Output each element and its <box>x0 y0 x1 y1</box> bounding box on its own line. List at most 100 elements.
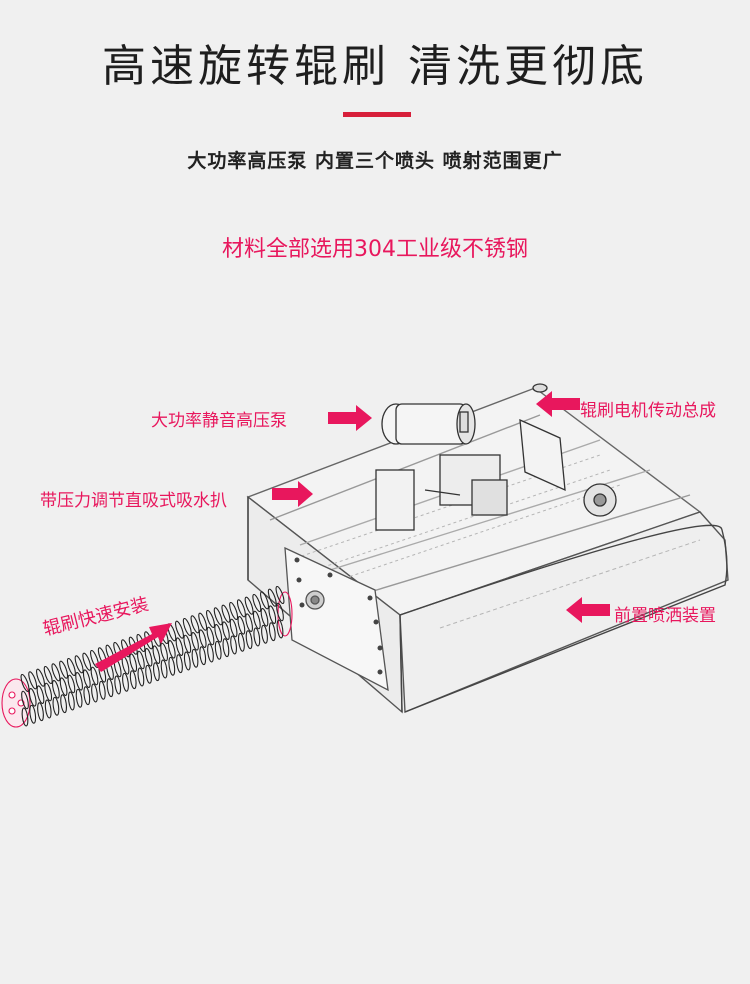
bristle <box>252 593 262 613</box>
bristle <box>28 671 38 690</box>
bristle <box>152 645 161 665</box>
arrow-spray-icon <box>566 597 610 623</box>
bristle <box>67 691 75 711</box>
bristle <box>261 624 268 644</box>
arrow-motor-icon <box>536 391 580 417</box>
bristle <box>253 627 261 647</box>
bristle <box>74 655 84 674</box>
bristle <box>198 629 207 649</box>
bristle <box>90 649 99 669</box>
bristle <box>66 657 76 677</box>
bristle <box>198 612 208 631</box>
bristle <box>237 615 246 635</box>
bristle <box>29 704 37 724</box>
bristle <box>82 652 92 671</box>
bristle <box>106 678 114 698</box>
bristle <box>67 674 76 694</box>
bristle <box>191 648 199 668</box>
bristle <box>44 699 52 719</box>
pump-assembly <box>375 403 508 531</box>
bristle <box>276 619 284 639</box>
bristle <box>44 682 53 702</box>
bristle <box>21 690 29 710</box>
bristle <box>276 602 284 622</box>
bristle <box>275 585 285 605</box>
bristle <box>52 679 60 699</box>
bristle <box>98 680 106 700</box>
bristle <box>144 647 153 667</box>
bristle <box>21 707 29 727</box>
bristle <box>75 671 83 691</box>
bristle <box>213 607 223 626</box>
title-divider <box>343 112 411 117</box>
bristle <box>37 702 44 722</box>
bristle <box>245 613 253 633</box>
bristle <box>245 630 253 650</box>
callout-arrows <box>95 391 610 672</box>
bristle <box>59 660 69 679</box>
side-plate <box>284 546 389 692</box>
bristle <box>207 643 214 663</box>
bristle <box>229 618 238 638</box>
bristle <box>51 663 61 682</box>
bristle <box>260 591 269 610</box>
bristle <box>183 651 191 671</box>
material-note: 材料全部选用304工业级不锈钢 <box>222 237 528 262</box>
bristle <box>36 685 45 705</box>
bristle <box>214 640 222 660</box>
bristle <box>52 696 60 716</box>
bristle <box>206 609 215 629</box>
bristle <box>168 656 176 676</box>
bristle <box>160 659 168 679</box>
arrow-suction-icon <box>272 481 313 507</box>
bristle <box>229 601 239 621</box>
bristle <box>122 672 129 692</box>
bristle <box>59 677 68 697</box>
bristle <box>114 675 122 695</box>
bristle <box>137 650 145 670</box>
bristle <box>222 638 230 658</box>
bristle <box>175 620 184 639</box>
bristle <box>268 622 276 642</box>
bristle <box>183 634 192 654</box>
bristle <box>267 588 277 607</box>
bristle <box>137 667 145 687</box>
label-suction: 带压力调节直吸式吸水扒 <box>40 491 227 511</box>
bristle <box>214 623 223 643</box>
bristle <box>36 668 45 687</box>
bristle <box>199 646 207 666</box>
bristle <box>191 631 199 651</box>
bristle <box>43 665 53 685</box>
bristle <box>28 687 37 707</box>
bristle <box>268 605 277 625</box>
bristle <box>176 654 183 674</box>
motor-bracket <box>519 383 617 517</box>
bristle <box>75 688 83 708</box>
bristle <box>20 673 30 693</box>
bristle <box>145 664 153 684</box>
page-title: 高速旋转辊刷 清洗更彻底 <box>102 41 648 92</box>
bristle <box>236 599 246 618</box>
bristle <box>221 604 231 623</box>
bristle <box>82 669 91 689</box>
bristle <box>260 607 269 627</box>
bristle <box>167 639 176 659</box>
bristle <box>244 596 254 615</box>
bristle <box>252 610 261 630</box>
bristle <box>152 662 160 682</box>
label-motor: 辊刷电机传动总成 <box>580 401 716 421</box>
machine-housing <box>246 387 729 714</box>
bristle <box>206 626 215 646</box>
bristle <box>83 686 91 706</box>
label-spray: 前置喷洒装置 <box>614 606 716 626</box>
label-pump: 大功率静音高压泵 <box>151 411 287 431</box>
arrow-pump-icon <box>328 405 372 431</box>
bristle <box>90 666 99 686</box>
bristle <box>129 670 137 690</box>
arrow-roller-icon <box>95 623 172 672</box>
bristle <box>60 694 68 714</box>
bristle <box>190 615 200 634</box>
bristle <box>91 683 98 703</box>
bristle <box>129 653 138 673</box>
